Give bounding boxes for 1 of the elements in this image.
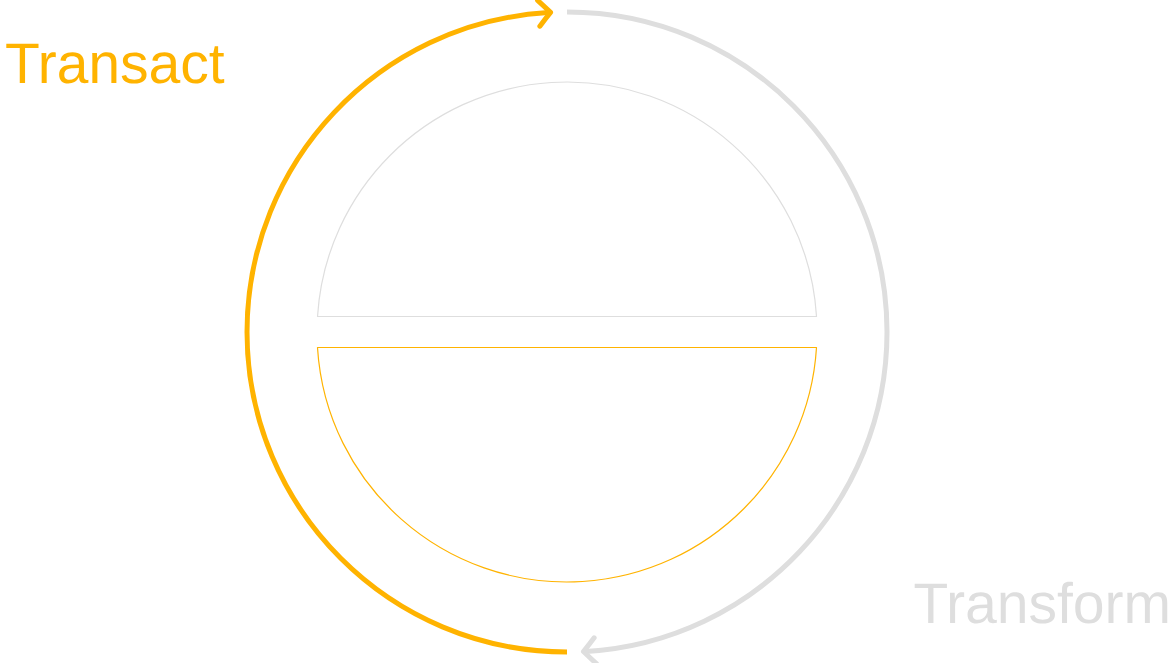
phase-label: Transact	[6, 43, 225, 84]
